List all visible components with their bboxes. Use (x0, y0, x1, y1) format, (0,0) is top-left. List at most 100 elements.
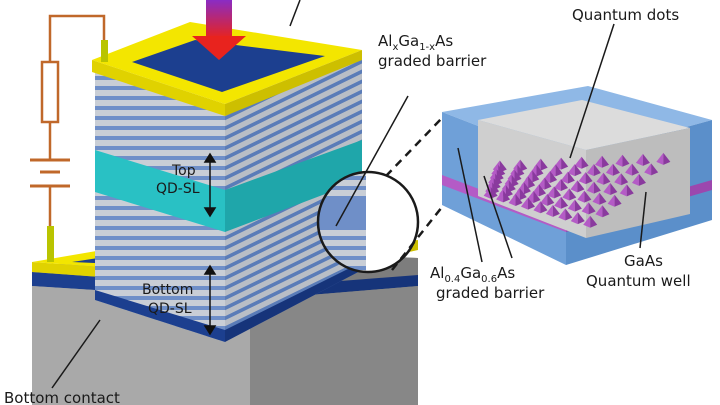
inset-cross-section (442, 86, 712, 265)
quantum-dot (508, 194, 516, 207)
quantum-dot (581, 202, 589, 215)
quantum-dot-shade (547, 193, 555, 206)
quantum-dot-shade (528, 176, 536, 189)
quantum-dot-shade (603, 172, 611, 185)
quantum-dot-shade (569, 188, 577, 201)
quantum-dot (533, 201, 541, 214)
quantum-dot (635, 153, 643, 166)
quantum-dot-shade (503, 190, 511, 203)
quantum-dot-shade (626, 184, 634, 197)
quantum-dot-shade (539, 184, 547, 197)
top-terminal (101, 40, 108, 62)
quantum-dot (583, 215, 591, 228)
quantum-dot-shade (590, 215, 598, 228)
quantum-dot (605, 163, 613, 176)
label-bottom-qdsl-1: Bottom (142, 282, 193, 298)
quantum-dot-shade (593, 163, 601, 176)
quantum-dot-shade (663, 152, 671, 165)
quantum-dot-shade (584, 190, 592, 203)
arrow-down-icon (192, 0, 246, 60)
quantum-dot-shade (561, 157, 569, 170)
quantum-dot-shade (574, 199, 582, 212)
quantum-dot (615, 154, 623, 167)
quantum-dot (570, 212, 578, 225)
top-qdsl-band-front (95, 150, 225, 232)
quantum-dot (586, 181, 594, 194)
quantum-dot-shade (567, 171, 575, 184)
label-graded-barrier-top: AlxGa1-xAs (378, 32, 453, 53)
quantum-dot (567, 164, 575, 177)
top-qdsl-band-side (225, 140, 362, 232)
quantum-dot (592, 192, 600, 205)
quantum-dot-shade (523, 182, 531, 195)
quantum-dot-shade (632, 163, 640, 176)
quantum-dot-shade (505, 185, 513, 198)
quantum-dot (547, 186, 555, 199)
quantum-dot (574, 156, 582, 169)
quantum-dot (607, 194, 615, 207)
quantum-dot-shade (519, 188, 527, 201)
quantum-dot-shade (490, 186, 498, 199)
quantum-dot (625, 163, 633, 176)
quantum-dot (554, 196, 562, 209)
quantum-dot-shade (555, 164, 563, 177)
quantum-dot-shade (517, 164, 525, 177)
quantum-dot (545, 204, 553, 217)
quantum-dot-shade (540, 201, 548, 214)
quantum-dot-shade (554, 186, 562, 199)
quantum-dot-shade (561, 179, 568, 191)
quantum-dot (595, 205, 603, 218)
quantum-dots (483, 152, 671, 228)
top-contact-frame (92, 22, 362, 116)
resistor-icon (40, 60, 60, 124)
quantum-dot-shade (540, 158, 548, 171)
quantum-dot-shade (511, 175, 519, 187)
quantum-dot-shade (577, 212, 585, 225)
quantum-dot (596, 172, 604, 185)
battery-icon (30, 158, 70, 188)
quantum-dot (586, 163, 594, 176)
quantum-dot-shade (651, 163, 659, 176)
quantum-dot-shade (514, 169, 522, 182)
quantum-dot-shade (610, 183, 618, 195)
quantum-dot (578, 172, 586, 185)
bottom-qdsl-bracket (203, 264, 217, 336)
quantum-dot (540, 193, 548, 206)
label-quantum-dots: Quantum dots (572, 6, 679, 24)
quantum-dot-shade (581, 156, 589, 169)
zoom-circle-icon (316, 170, 420, 274)
quantum-dot-shade (638, 173, 646, 186)
quantum-dot (554, 179, 561, 191)
quantum-dot (595, 155, 603, 168)
quantum-dot-shade (565, 208, 573, 221)
quantum-dot-shade (642, 153, 650, 166)
label-graded-barrier-bottom-line2: graded barrier (436, 284, 545, 302)
quantum-dot (496, 190, 504, 203)
quantum-dot-shade (621, 173, 629, 186)
label-top-qdsl-2: QD-SL (156, 181, 200, 197)
quantum-dot (619, 184, 627, 197)
quantum-dot-shade (585, 172, 593, 185)
quantum-dot-shade (602, 205, 610, 218)
quantum-dot-shade (536, 164, 544, 177)
quantum-dot (603, 183, 611, 195)
quantum-dot-shade (593, 181, 601, 194)
quantum-dot (644, 163, 652, 176)
quantum-dot (577, 190, 585, 203)
quantum-dot-shade (533, 191, 541, 203)
quantum-dot-shade (552, 204, 560, 217)
quantum-dot (614, 173, 622, 186)
quantum-dot-shade (520, 159, 528, 172)
label-bottom-contact: Bottom contact (4, 389, 120, 405)
label-graded-barrier-bottom: Al0.4Ga0.6As (430, 264, 515, 285)
quantum-dot-shade (574, 164, 582, 177)
quantum-dot (558, 208, 566, 221)
quantum-dot (520, 197, 528, 210)
quantum-dot (560, 171, 568, 184)
quantum-dot-shade (508, 180, 516, 193)
quantum-dot-shade (515, 194, 523, 207)
quantum-dot (567, 199, 575, 212)
quantum-dot-shade (622, 154, 630, 167)
